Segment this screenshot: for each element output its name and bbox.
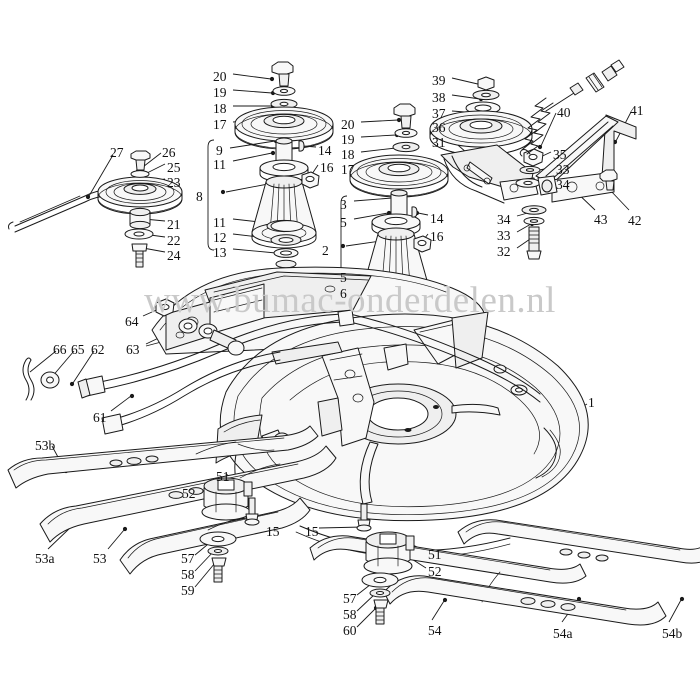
callout-label-54b: 54b bbox=[662, 626, 683, 641]
callout-label-53: 53 bbox=[93, 551, 107, 566]
callout-label-12: 12 bbox=[213, 230, 227, 245]
callout-label-15: 15 bbox=[266, 524, 280, 539]
callout-label-52: 52 bbox=[428, 564, 442, 579]
callout-label-8: 8 bbox=[196, 189, 203, 204]
callout-label-11: 11 bbox=[213, 215, 226, 230]
callout-label-11: 11 bbox=[213, 157, 226, 172]
callout-label-65: 65 bbox=[71, 342, 85, 357]
callout-label-53a: 53a bbox=[35, 551, 55, 566]
callout-label-5: 5 bbox=[340, 215, 347, 230]
callout-label-63: 63 bbox=[126, 342, 140, 357]
callout-label-17: 17 bbox=[341, 162, 355, 177]
callout-label-59: 59 bbox=[181, 583, 195, 598]
callout-label-13: 13 bbox=[213, 245, 227, 260]
callout-label-60: 60 bbox=[343, 623, 357, 638]
callout-label-18: 18 bbox=[213, 101, 227, 116]
callout-label-51: 51 bbox=[428, 547, 442, 562]
callout-label-35: 35 bbox=[553, 147, 567, 162]
callout-label-26: 26 bbox=[162, 145, 176, 160]
callout-label-9: 9 bbox=[216, 143, 223, 158]
callout-label-19: 19 bbox=[213, 85, 227, 100]
callout-label-52: 52 bbox=[182, 486, 196, 501]
callout-label-42: 42 bbox=[628, 213, 642, 228]
blades-art bbox=[7, 425, 700, 626]
callout-label-36: 36 bbox=[432, 120, 446, 135]
callout-label-1: 1 bbox=[588, 395, 595, 410]
callout-label-57: 57 bbox=[181, 551, 195, 566]
callout-label-57: 57 bbox=[343, 591, 357, 606]
callout-label-6: 6 bbox=[340, 286, 347, 301]
callout-label-64: 64 bbox=[125, 314, 139, 329]
left-spindle-assembly-art bbox=[234, 61, 334, 309]
callout-label-62: 62 bbox=[91, 342, 105, 357]
callout-label-51: 51 bbox=[216, 469, 230, 484]
callout-label-33: 33 bbox=[556, 162, 570, 177]
callout-label-34: 34 bbox=[497, 212, 511, 227]
callout-label-54: 54 bbox=[428, 623, 442, 638]
callout-label-24: 24 bbox=[167, 248, 181, 263]
callout-label-3: 3 bbox=[340, 197, 347, 212]
callout-label-21: 21 bbox=[167, 217, 181, 232]
callout-label-20: 20 bbox=[213, 69, 227, 84]
tensioner-assembly-art bbox=[429, 59, 637, 260]
callout-label-17: 17 bbox=[213, 117, 227, 132]
callout-label-16: 16 bbox=[320, 160, 334, 175]
callout-label-61: 61 bbox=[93, 410, 107, 425]
callout-label-19: 19 bbox=[341, 132, 355, 147]
callout-label-14: 14 bbox=[430, 211, 444, 226]
callout-label-16: 16 bbox=[430, 229, 444, 244]
callout-label-58: 58 bbox=[181, 567, 195, 582]
callout-label-22: 22 bbox=[167, 233, 181, 248]
callout-label-5: 5 bbox=[340, 270, 347, 285]
deck-linkage-art bbox=[22, 298, 541, 451]
callout-label-31: 31 bbox=[432, 135, 446, 150]
callout-label-32: 32 bbox=[497, 244, 511, 259]
callout-label-20: 20 bbox=[341, 117, 355, 132]
callout-label-38: 38 bbox=[432, 90, 446, 105]
callout-label-2: 2 bbox=[322, 243, 329, 258]
belt-idler-assembly-art bbox=[8, 150, 183, 268]
callout-label-43: 43 bbox=[594, 212, 608, 227]
callout-label-23: 23 bbox=[167, 175, 181, 190]
callout-label-18: 18 bbox=[341, 147, 355, 162]
callout-label-54a: 54a bbox=[553, 626, 573, 641]
callout-label-25: 25 bbox=[167, 160, 181, 175]
callout-label-15: 15 bbox=[305, 524, 319, 539]
callout-label-58: 58 bbox=[343, 607, 357, 622]
callout-label-40: 40 bbox=[557, 105, 571, 120]
callout-label-14: 14 bbox=[318, 143, 332, 158]
callout-label-39: 39 bbox=[432, 73, 446, 88]
callout-label-33: 33 bbox=[497, 228, 511, 243]
callout-label-37: 37 bbox=[432, 106, 446, 121]
callout-label-27: 27 bbox=[110, 145, 124, 160]
callout-label-41: 41 bbox=[630, 103, 644, 118]
callout-label-53b: 53b bbox=[35, 438, 56, 453]
callout-label-66: 66 bbox=[53, 342, 67, 357]
callout-label-34: 34 bbox=[556, 177, 570, 192]
